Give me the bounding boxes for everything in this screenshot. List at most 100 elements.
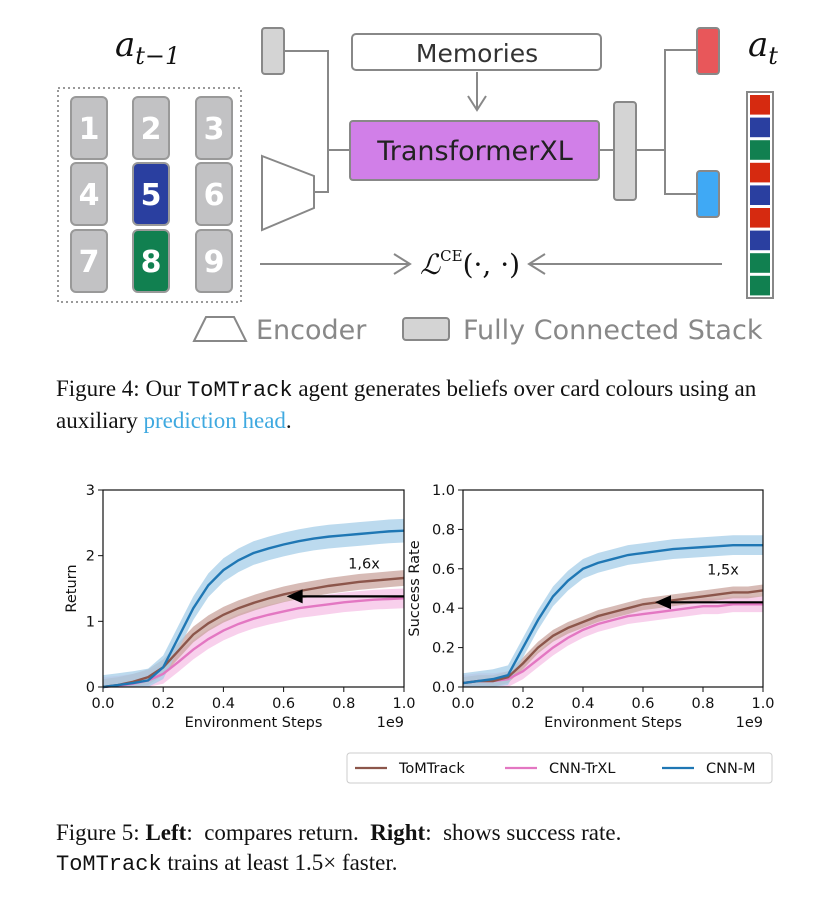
encoder-shape <box>261 154 315 232</box>
x-tick-label: 1.0 <box>751 696 774 712</box>
card-4: 4 <box>70 162 108 226</box>
y-tick-label: 1.0 <box>432 483 455 499</box>
y-tick-label: 0.2 <box>432 641 455 657</box>
speedup-arrow-head <box>286 589 303 604</box>
band-cnn-trxl <box>463 596 763 687</box>
caption5-line1: Figure 5: Left: compares return. Right: … <box>56 818 786 848</box>
y-tick-label: 0.8 <box>432 522 455 538</box>
plot-legend-frame <box>346 752 773 784</box>
loss-label: ℒCE(·, ·) <box>420 247 520 281</box>
transformer-label: TransformerXL <box>376 136 573 167</box>
x-tick-label: 0.0 <box>91 696 114 712</box>
card-label: 4 <box>79 178 100 213</box>
card-body <box>132 229 170 293</box>
y-tick-label: 2 <box>86 549 95 565</box>
card-label: 8 <box>141 245 162 280</box>
card-1: 1 <box>70 96 108 160</box>
prev-action-label-sub: t−1 <box>135 42 180 70</box>
action-head <box>696 27 720 75</box>
color-stack-cell <box>750 230 770 251</box>
prev-action-label-base: a <box>115 25 135 65</box>
caption4-middle: agent generates beliefs over card colour… <box>56 376 757 433</box>
x-tick-label: 0.2 <box>152 696 175 712</box>
legend-fc-icon <box>402 317 450 341</box>
loss-arrow-right-head <box>527 253 546 275</box>
card-2: 2 <box>132 96 170 160</box>
color-stack-cell <box>750 185 770 205</box>
x-tick-label: 0.2 <box>511 696 534 712</box>
legend-encoder-label: Encoder <box>256 315 367 346</box>
card-7: 7 <box>70 229 108 293</box>
plot-frame <box>102 489 405 688</box>
caption5-line2: ToMTrack trains at least 1.5× faster. <box>56 848 786 880</box>
speedup-label: 1,6x <box>348 556 380 572</box>
line-tomtrack <box>102 576 405 689</box>
plot-frame <box>462 489 764 688</box>
x-tick-label: 0.4 <box>571 696 594 712</box>
x-axis-multiplier: 1e9 <box>736 715 763 731</box>
color-stack-cell <box>750 95 770 115</box>
card-label: 7 <box>79 245 100 280</box>
card-body <box>70 162 108 226</box>
memories-box <box>351 33 602 71</box>
action-label-sub: t <box>768 42 778 70</box>
x-tick-label: 0.8 <box>691 696 714 712</box>
caption4-suffix: . <box>285 408 292 433</box>
card-9: 9 <box>195 229 233 293</box>
caption5-left-label: Left <box>145 820 187 845</box>
caption4-highlight-link[interactable]: prediction head <box>143 408 286 433</box>
caption5-line2-text: trains at least 1.5× faster. <box>161 850 398 875</box>
x-axis-label: Environment Steps <box>544 715 682 731</box>
loss-label-base: ℒ <box>420 248 441 281</box>
band-tomtrack <box>103 570 404 687</box>
y-axis-label: Success Rate <box>407 540 423 636</box>
card-body <box>70 96 108 160</box>
x-axis-multiplier: 1e9 <box>377 715 404 731</box>
legend-label: ToMTrack <box>398 761 465 777</box>
connector-action-head <box>664 49 697 150</box>
card-6: 6 <box>195 162 233 226</box>
caption5-agent: ToMTrack <box>56 852 162 877</box>
legend-fc-label: Fully Connected Stack <box>463 315 763 346</box>
card-body <box>132 162 170 226</box>
figure5-caption: Figure 5: Left: compares return. Right: … <box>56 818 786 880</box>
band-cnn-m <box>463 535 763 687</box>
caption4-agent: ToMTrack <box>186 378 293 403</box>
x-tick-label: 0.6 <box>631 696 654 712</box>
y-tick-label: 1 <box>86 614 95 630</box>
line-cnn-trxl <box>462 603 763 685</box>
speedup-arrow-head <box>655 595 671 610</box>
y-tick-label: 0 <box>86 680 95 696</box>
card-grid-frame <box>57 87 242 303</box>
caption5-right-label: Right <box>370 820 426 845</box>
y-tick-label: 0.0 <box>432 680 455 696</box>
card-body <box>195 162 233 226</box>
caption5-left-text: : compares return. <box>186 820 371 845</box>
card-label: 1 <box>79 112 100 147</box>
y-tick-label: 3 <box>86 483 95 499</box>
loss-label-args: (·, ·) <box>463 248 520 281</box>
speedup-label: 1,5x <box>707 562 739 578</box>
y-axis-label: Return <box>64 564 80 612</box>
caption4-prefix: Figure 4: Our <box>56 376 187 401</box>
loss-label-sup: CE <box>440 247 462 265</box>
connector-fc-top <box>284 50 350 151</box>
color-stack-cell <box>750 162 770 183</box>
line-cnn-m <box>462 543 763 685</box>
x-tick-label: 1.0 <box>392 696 415 712</box>
card-label: 5 <box>141 178 162 213</box>
card-body <box>195 96 233 160</box>
line-tomtrack <box>462 589 764 685</box>
fc-stack-box <box>613 101 637 201</box>
card-8: 8 <box>132 229 170 293</box>
legend-item-cnn-m: CNN-M <box>662 761 756 777</box>
y-tick-label: 0.6 <box>432 562 455 578</box>
caption5-right-text: : shows success rate. <box>425 820 622 845</box>
connector-prediction-head <box>664 150 697 195</box>
x-tick-label: 0.0 <box>451 696 474 712</box>
color-stack-cell <box>750 117 770 138</box>
